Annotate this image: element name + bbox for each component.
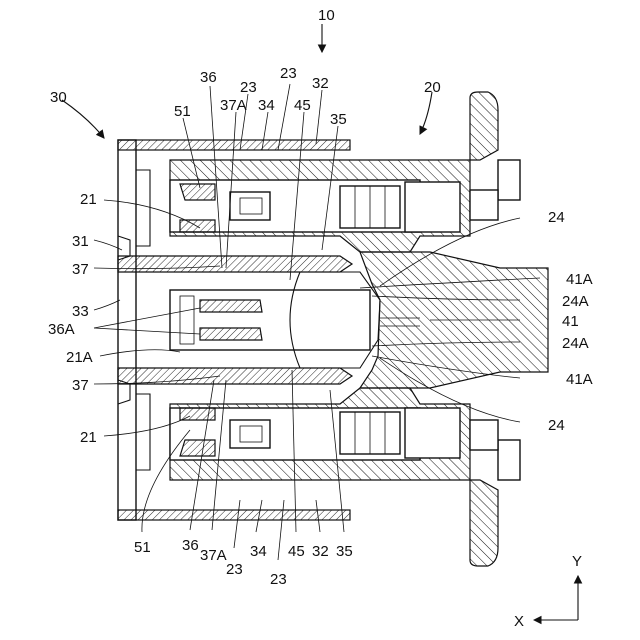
label-37A-top: 37A xyxy=(220,97,247,114)
label-51-bottom: 51 xyxy=(134,539,151,556)
label-37-top: 37 xyxy=(72,261,89,278)
label-36A: 36A xyxy=(48,321,75,338)
label-41: 41 xyxy=(562,313,579,330)
axis-label-x: X xyxy=(514,613,524,630)
label-36-top: 36 xyxy=(200,69,217,86)
label-41A-bottom: 41A xyxy=(566,371,593,388)
label-35-top: 35 xyxy=(330,111,347,128)
upper-terminal-cavity xyxy=(170,180,460,232)
axis-label-y: Y xyxy=(572,553,582,570)
label-24A-bottom: 24A xyxy=(562,335,589,352)
label-45-bottom: 45 xyxy=(288,543,305,560)
label-41A-top: 41A xyxy=(566,271,593,288)
label-21-bottom: 21 xyxy=(80,429,97,446)
label-24-top: 24 xyxy=(548,209,565,226)
label-33: 33 xyxy=(72,303,89,320)
label-45-top: 45 xyxy=(294,97,311,114)
label-21-top: 21 xyxy=(80,191,97,208)
label-37-bottom: 37 xyxy=(72,377,89,394)
label-35-bottom: 35 xyxy=(336,543,353,560)
label-36-bottom: 36 xyxy=(182,537,199,554)
axis-indicator: Y X xyxy=(514,553,582,630)
label-23-top-a: 23 xyxy=(240,79,257,96)
label-23-top-b: 23 xyxy=(280,65,297,82)
lower-terminal-cavity xyxy=(170,408,460,460)
label-37A-bottom: 37A xyxy=(200,547,227,564)
label-30: 30 xyxy=(50,89,67,106)
label-51-top: 51 xyxy=(174,103,191,120)
label-21A: 21A xyxy=(66,349,93,366)
label-34-bottom: 34 xyxy=(250,543,267,560)
label-31: 31 xyxy=(72,233,89,250)
label-10: 10 xyxy=(318,7,335,24)
label-32-top: 32 xyxy=(312,75,329,92)
label-23-bottom-a: 23 xyxy=(226,561,243,578)
label-34-top: 34 xyxy=(258,97,275,114)
label-32-bottom: 32 xyxy=(312,543,329,560)
label-23-bottom-b: 23 xyxy=(270,571,287,588)
label-20: 20 xyxy=(424,79,441,96)
label-24-bottom: 24 xyxy=(548,417,565,434)
label-24A-top: 24A xyxy=(562,293,589,310)
